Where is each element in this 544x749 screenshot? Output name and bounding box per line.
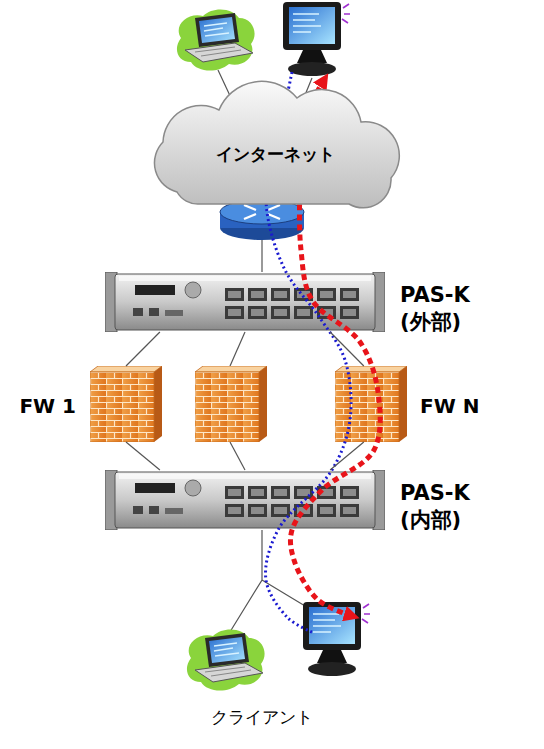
cloud-outline xyxy=(154,81,399,207)
wire xyxy=(230,442,245,470)
cloud-label: インターネット xyxy=(216,143,335,166)
firewall-icon xyxy=(335,366,407,442)
monitor-icon xyxy=(283,2,350,76)
firewall-icon xyxy=(195,366,267,442)
device-name: PAS-K (外部) xyxy=(400,282,495,337)
appliance-unit xyxy=(105,470,385,530)
caption-label: クライアント xyxy=(190,706,334,729)
connector-line xyxy=(126,442,160,470)
monitor-icon xyxy=(303,602,370,676)
firewall-name: FW 1 xyxy=(10,394,76,418)
wire xyxy=(261,238,262,272)
laptop-icon xyxy=(187,629,265,690)
firewall-box: FW 1 xyxy=(90,366,162,442)
router-icon xyxy=(244,205,280,219)
firewall-name: FW N xyxy=(420,394,490,418)
firewall-icon xyxy=(90,366,162,442)
client-label: クライアント xyxy=(211,707,313,727)
wire xyxy=(230,332,245,366)
appliance-box: PAS-K (外部) xyxy=(105,272,385,332)
firewall-box: FW N xyxy=(335,366,407,442)
connector-line xyxy=(126,332,160,366)
connector-line xyxy=(330,332,364,366)
connector-line xyxy=(330,442,364,470)
laptop-icon xyxy=(177,9,255,70)
appliance-box: PAS-K (内部) xyxy=(105,470,385,530)
device-name: PAS-K (内部) xyxy=(400,480,495,535)
router-icon xyxy=(220,200,304,240)
cloud-shape: インターネット xyxy=(135,80,415,212)
appliance-unit xyxy=(105,272,385,332)
